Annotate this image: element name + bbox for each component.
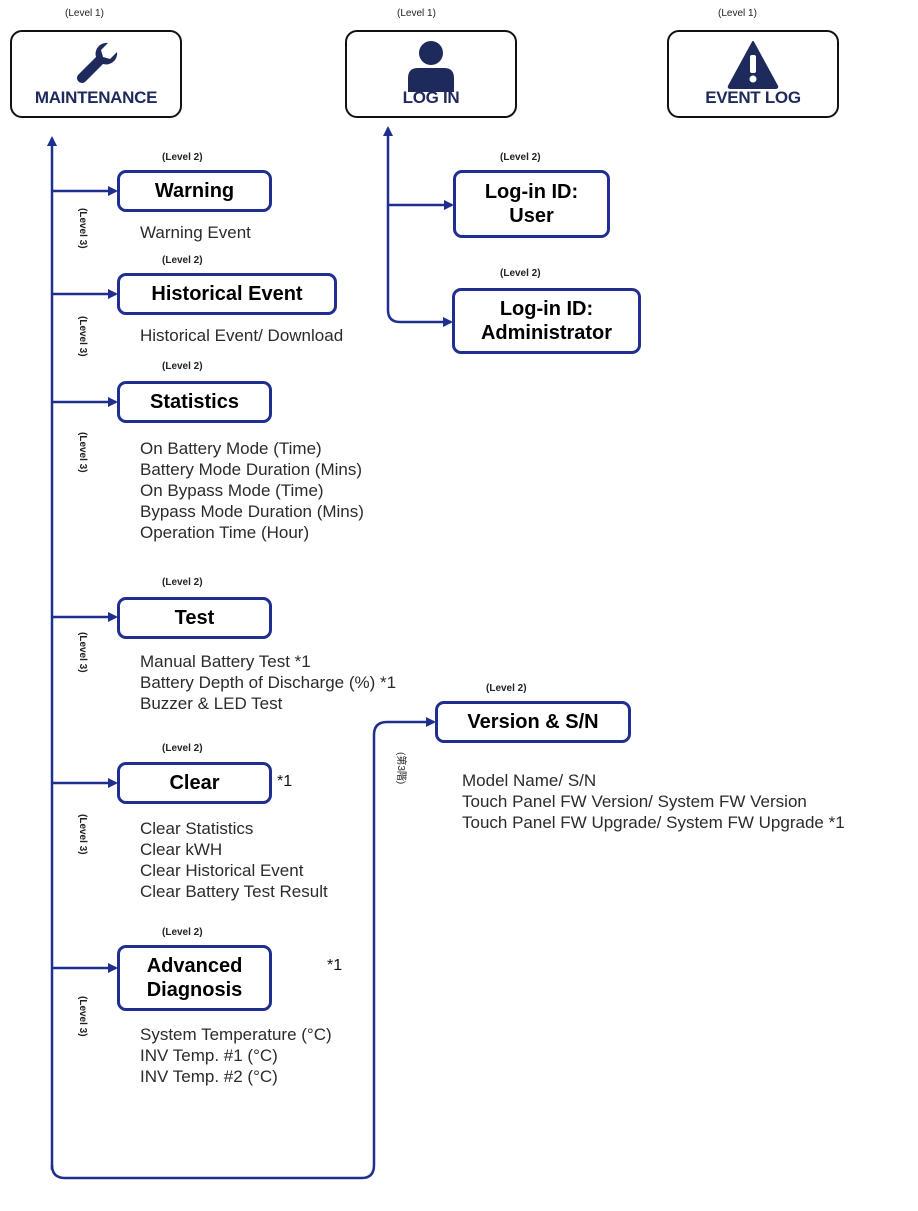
spine-loop xyxy=(50,717,436,1180)
warning-node[interactable]: Warning xyxy=(117,170,272,212)
level2-label-test: (Level 2) xyxy=(162,577,203,588)
login-label: LOG IN xyxy=(402,88,460,107)
advanced-title-line2: Diagnosis xyxy=(146,979,243,1001)
login-admin-line1: Log-in ID: xyxy=(499,298,594,320)
statistics-node[interactable]: Statistics xyxy=(117,381,272,423)
list-item: Clear Battery Test Result xyxy=(140,882,328,901)
advanced-title-line1: Advanced xyxy=(146,955,243,977)
test-node[interactable]: Test xyxy=(117,597,272,639)
clear-items: Clear Statistics Clear kWH Clear Histori… xyxy=(140,818,328,902)
eventlog-label: EVENT LOG xyxy=(705,88,801,107)
list-item: INV Temp. #1 (°C) xyxy=(140,1046,278,1065)
level1-label-maintenance: (Level 1) xyxy=(65,8,104,19)
level3-label-historical: (Level 3) xyxy=(77,316,88,357)
level2-label-clear: (Level 2) xyxy=(162,743,203,754)
level2-label-statistics: (Level 2) xyxy=(162,361,203,372)
user-icon xyxy=(406,40,456,97)
level3-label-warning: (Level 3) xyxy=(77,208,88,249)
wrench-icon xyxy=(73,40,119,93)
list-item: On Bypass Mode (Time) xyxy=(140,481,324,500)
list-item: Touch Panel FW Upgrade/ System FW Upgrad… xyxy=(462,813,845,832)
maintenance-label: MAINTENANCE xyxy=(34,88,158,107)
list-item: Bypass Mode Duration (Mins) xyxy=(140,502,364,521)
level2-label-historical: (Level 2) xyxy=(162,255,203,266)
list-item: Buzzer & LED Test xyxy=(140,694,283,713)
level1-label-eventlog: (Level 1) xyxy=(718,8,757,19)
list-item: On Battery Mode (Time) xyxy=(140,439,322,458)
login-user-line1: Log-in ID: xyxy=(484,181,579,203)
list-item: Clear Statistics xyxy=(140,819,254,838)
login-user-node[interactable]: Log-in ID: User xyxy=(453,170,610,238)
level2-label-user: (Level 2) xyxy=(500,152,541,163)
warning-items: Warning Event xyxy=(140,222,251,243)
list-item: Operation Time (Hour) xyxy=(140,523,310,542)
list-item: Model Name/ S/N xyxy=(462,771,597,790)
test-items: Manual Battery Test *1 Battery Depth of … xyxy=(140,651,396,714)
eventlog-box[interactable]: EVENT LOG xyxy=(667,30,839,118)
historical-event-node[interactable]: Historical Event xyxy=(117,273,337,315)
advanced-items: System Temperature (°C) INV Temp. #1 (°C… xyxy=(140,1024,332,1087)
list-item: Battery Depth of Discharge (%) *1 xyxy=(140,673,397,692)
historical-items: Historical Event/ Download xyxy=(140,325,343,346)
advanced-diagnosis-node[interactable]: Advanced Diagnosis xyxy=(117,945,272,1011)
list-item: Manual Battery Test *1 xyxy=(140,652,311,671)
level3-label-statistics: (Level 3) xyxy=(77,432,88,473)
level2-label-admin: (Level 2) xyxy=(500,268,541,279)
advanced-note-marker: *1 xyxy=(327,957,343,974)
level3-label-advanced: (Level 3) xyxy=(77,996,88,1037)
login-user-line2: User xyxy=(509,205,554,227)
clear-note-marker: *1 xyxy=(277,773,293,790)
list-item: Historical Event/ Download xyxy=(140,326,344,345)
warning-icon xyxy=(727,40,779,95)
level2-label-version: (Level 2) xyxy=(486,683,527,694)
list-item: Clear kWH xyxy=(140,840,223,859)
level3-label-version: (第3階) xyxy=(395,752,406,785)
list-item: INV Temp. #2 (°C) xyxy=(140,1067,278,1086)
list-item: System Temperature (°C) xyxy=(140,1025,332,1044)
level3-label-clear: (Level 3) xyxy=(77,814,88,855)
list-item: Warning Event xyxy=(140,223,251,242)
level2-label-advanced: (Level 2) xyxy=(162,927,203,938)
version-items: Model Name/ S/N Touch Panel FW Version/ … xyxy=(462,770,845,833)
maintenance-box[interactable]: MAINTENANCE xyxy=(10,30,182,118)
version-sn-node[interactable]: Version & S/N xyxy=(435,701,631,743)
login-admin-node[interactable]: Log-in ID: Administrator xyxy=(452,288,641,354)
statistics-items: On Battery Mode (Time) Battery Mode Dura… xyxy=(140,438,364,543)
login-box[interactable]: LOG IN xyxy=(345,30,517,118)
level3-label-test: (Level 3) xyxy=(77,632,88,673)
level1-label-login: (Level 1) xyxy=(397,8,436,19)
level2-label-warning: (Level 2) xyxy=(162,152,203,163)
list-item: Clear Historical Event xyxy=(140,861,304,880)
login-admin-line2: Administrator xyxy=(480,322,613,344)
list-item: Battery Mode Duration (Mins) xyxy=(140,460,363,479)
clear-node[interactable]: Clear xyxy=(117,762,272,804)
list-item: Touch Panel FW Version/ System FW Versio… xyxy=(462,792,807,811)
branch-admin xyxy=(386,309,453,327)
